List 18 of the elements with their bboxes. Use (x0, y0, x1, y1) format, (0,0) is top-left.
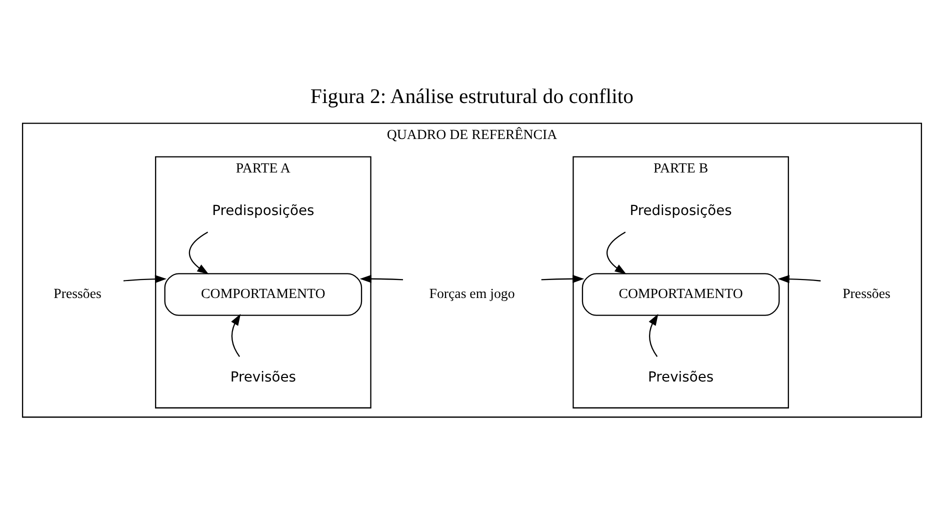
arrow (606, 232, 626, 274)
node-box: COMPORTAMENTO (164, 273, 362, 316)
arrow (778, 275, 821, 284)
diagram-title: Figura 2: Análise estrutural do conflito (310, 84, 634, 108)
node-text: Predisposições (212, 202, 314, 219)
arrow (231, 314, 241, 357)
arrow (648, 314, 658, 357)
arrow (360, 274, 404, 283)
node-text: Pressões (842, 287, 890, 302)
node-text: Pressões (54, 287, 102, 302)
node-text: Previsões (648, 369, 714, 386)
arrow (123, 275, 167, 284)
arrow (541, 274, 584, 283)
node-text: Predisposições (630, 202, 732, 219)
node-text: Previsões (230, 369, 296, 386)
arrow (188, 232, 209, 274)
node-box: COMPORTAMENTO (582, 273, 780, 316)
node-text: Forças em jogo (429, 287, 515, 302)
